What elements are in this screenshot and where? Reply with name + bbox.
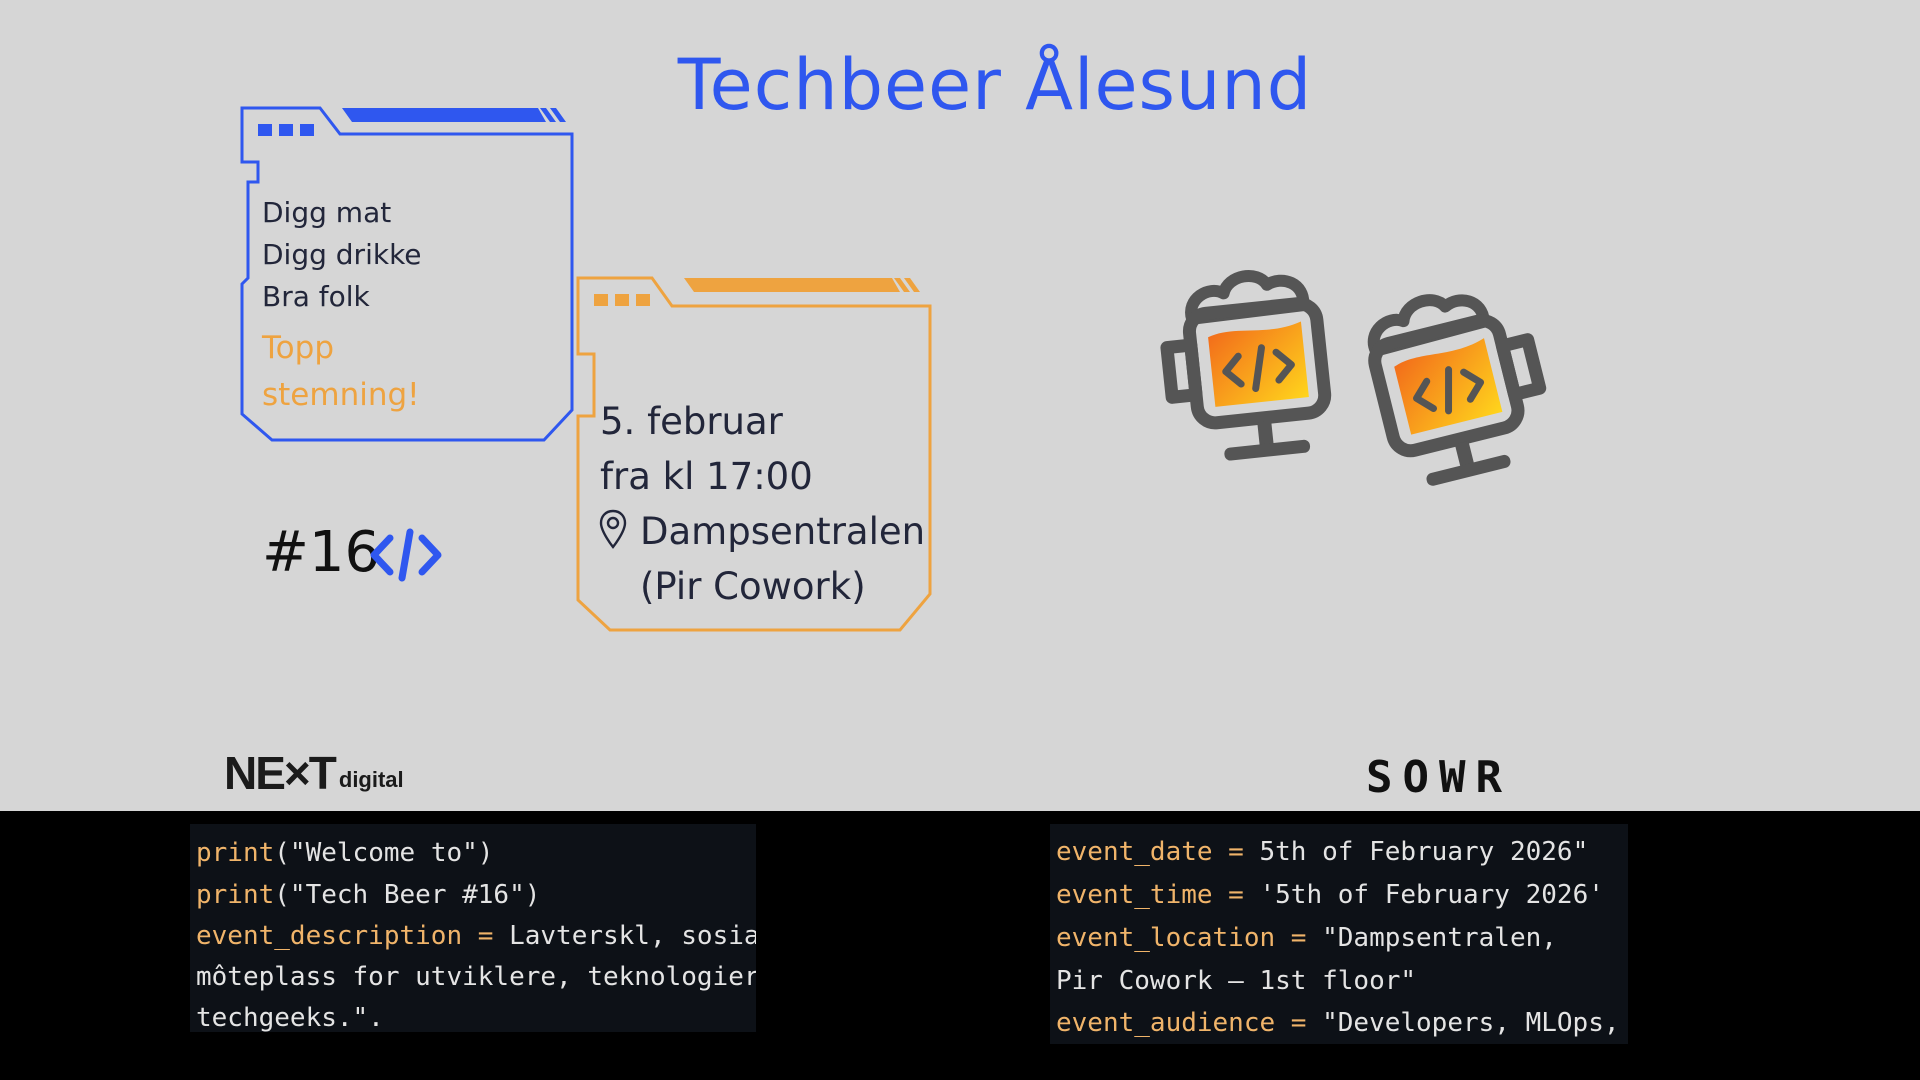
code-line: event_location = "Dampsentralen, xyxy=(1056,923,1557,953)
map-pin-icon xyxy=(599,509,627,549)
event-venue: Dampsentralen xyxy=(640,510,926,553)
feature-item-food: Digg mat xyxy=(262,196,392,229)
feature-highlight-line-1: Topp xyxy=(262,330,334,366)
features-window-frame xyxy=(240,106,574,442)
next-logo-suffix: digital xyxy=(338,767,404,792)
event-time: fra kl 17:00 xyxy=(600,455,813,498)
sowr-logo: SOWR xyxy=(1366,752,1512,803)
feature-item-people: Bra folk xyxy=(262,280,370,313)
next-digital-logo: NE×T digital xyxy=(224,748,404,796)
code-line: event_audience = "Developers, MLOps, xyxy=(1056,1008,1620,1038)
event-venue-detail: (Pir Cowork) xyxy=(640,565,866,608)
code-panel-left: print("Welcome to") print("Tech Beer #16… xyxy=(190,824,756,1032)
code-line: event_date = 5th of February 2026" xyxy=(1056,837,1589,867)
code-line: print("Tech Beer #16") xyxy=(196,880,541,910)
code-brackets-icon xyxy=(370,528,442,582)
beer-monitor-icon xyxy=(1160,270,1547,486)
code-line: môteplass for utviklere, teknologier- xyxy=(196,962,756,992)
code-panel-right: event_date = 5th of February 2026" event… xyxy=(1050,824,1628,1044)
feature-highlight-line-2: stemning! xyxy=(262,377,420,413)
edition-number: #16 xyxy=(262,520,381,585)
code-line: event_description = Lavterskl, sosial xyxy=(196,921,756,951)
event-window-frame xyxy=(576,276,932,632)
code-line: event_time = '5th of February 2026' xyxy=(1056,880,1604,910)
feature-item-drink: Digg drikke xyxy=(262,238,422,271)
next-logo-wordmark: NE×T xyxy=(224,747,337,799)
code-line: print("Welcome to") xyxy=(196,838,494,868)
page-title: Techbeer Ålesund xyxy=(677,44,1313,126)
event-date: 5. februar xyxy=(600,400,783,443)
code-line: Pir Cowork – 1st floor" xyxy=(1056,966,1417,996)
code-line: techgeeks.". xyxy=(196,1003,384,1032)
